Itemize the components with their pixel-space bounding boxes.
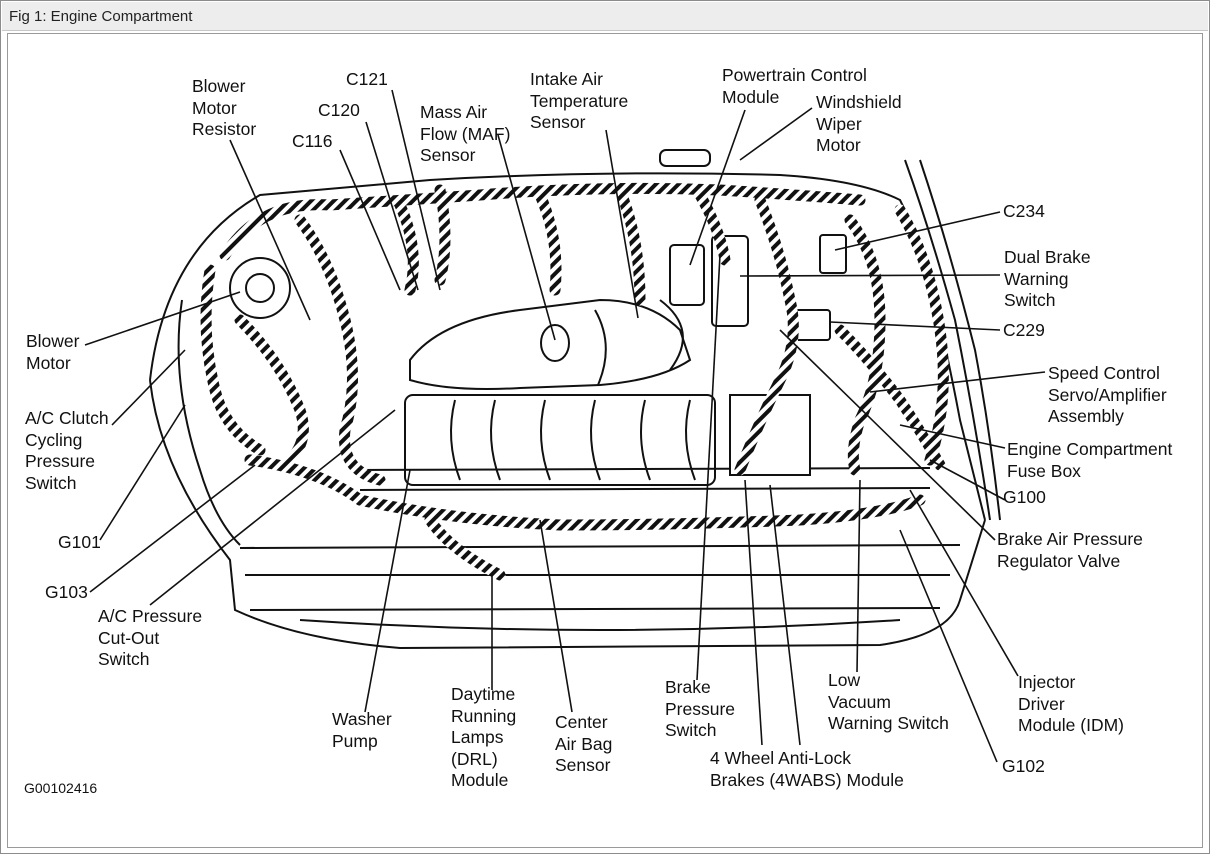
- label-g102: G102: [1002, 756, 1045, 776]
- window-title: Fig 1: Engine Compartment: [9, 8, 193, 25]
- label-washer-pump: Washer Pump: [332, 709, 392, 751]
- label-blower-motor: Blower Motor: [26, 331, 80, 373]
- radiator: [359, 394, 931, 491]
- label-c120: C120: [318, 100, 360, 120]
- label-brake-air-pressure-regulator-valve: Brake Air Pressure Regulator Valve: [997, 529, 1143, 571]
- label-g101: G101: [58, 532, 101, 552]
- label-c234: C234: [1003, 201, 1045, 221]
- wiring-harness: [200, 182, 949, 581]
- label-ac-clutch-cycling-pressure-switch: A/C Clutch Cycling Pressure Switch: [25, 408, 109, 493]
- label-c229: C229: [1003, 320, 1045, 340]
- label-powertrain-control-module: Powertrain Control Module: [722, 65, 867, 107]
- label-low-vacuum-warning-switch: Low Vacuum Warning Switch: [828, 670, 949, 733]
- label-c121: C121: [346, 69, 388, 89]
- label-c116: C116: [292, 131, 333, 151]
- label-g100: G100: [1003, 487, 1046, 507]
- diagram-panel: [7, 33, 1203, 848]
- label-dual-brake-warning-switch: Dual Brake Warning Switch: [1004, 247, 1091, 310]
- air-intake-assembly: [229, 149, 847, 476]
- title-bar: Fig 1: Engine Compartment: [2, 2, 1208, 31]
- callout-leader-lines: [84, 89, 1046, 763]
- label-brake-pressure-switch: Brake Pressure Switch: [665, 677, 736, 740]
- label-windshield-wiper-motor: Windshield Wiper Motor: [816, 92, 902, 155]
- label-4wabs-module: 4 Wheel Anti-Lock Brakes (4WABS) Module: [710, 748, 904, 790]
- label-center-air-bag-sensor: Center Air Bag Sensor: [555, 712, 613, 775]
- label-maf-sensor: Mass Air Flow (MAF) Sensor: [420, 102, 511, 165]
- label-g103: G103: [45, 582, 88, 602]
- vehicle-body-outline: [149, 159, 1001, 650]
- label-intake-air-temp-sensor: Intake Air Temperature Sensor: [530, 69, 629, 132]
- label-blower-motor-resistor: Blower Motor Resistor: [192, 76, 257, 139]
- figure-code: G00102416: [24, 780, 98, 796]
- label-ac-pressure-cutout-switch: A/C Pressure Cut-Out Switch: [98, 606, 203, 669]
- label-engine-compartment-fuse-box: Engine Compartment Fuse Box: [1007, 439, 1173, 481]
- label-speed-control-servo: Speed Control Servo/Amplifier Assembly: [1048, 363, 1167, 426]
- label-injector-driver-module: Injector Driver Module (IDM): [1018, 672, 1124, 735]
- label-drl-module: Daytime Running Lamps (DRL) Module: [451, 684, 517, 790]
